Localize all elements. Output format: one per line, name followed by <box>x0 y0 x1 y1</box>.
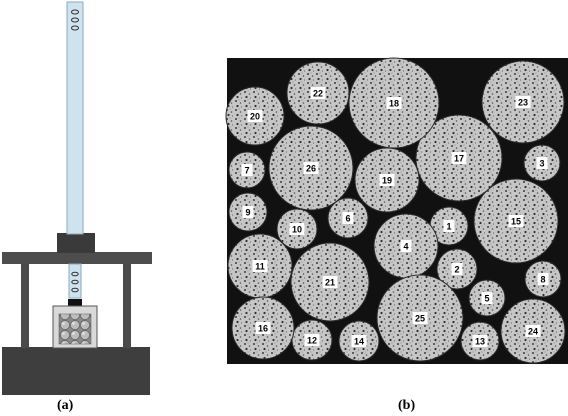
disc-label: 16 <box>258 324 268 334</box>
disc-label: 9 <box>245 208 250 218</box>
disc-label: 4 <box>403 242 408 252</box>
disc-label: 21 <box>325 278 335 288</box>
disc-label-box <box>515 96 531 108</box>
rod-hole <box>71 271 79 277</box>
disc-label: 24 <box>528 327 538 337</box>
disc-label: 2 <box>454 265 459 275</box>
disc-label: 19 <box>382 176 392 186</box>
disc-label-box <box>412 312 428 324</box>
disc-label-box <box>289 223 305 235</box>
disc-label-box <box>351 335 367 347</box>
disc-label-box <box>310 87 326 99</box>
piston-head <box>68 299 82 306</box>
disc-label: 8 <box>540 275 545 285</box>
disc-label-box <box>536 157 548 169</box>
disc-label: 1 <box>446 222 451 232</box>
disc-label: 7 <box>244 166 249 176</box>
disc-label: 18 <box>389 99 399 109</box>
disc-label: 6 <box>345 214 350 224</box>
disc-label: 13 <box>475 337 485 347</box>
rod-hole <box>71 279 79 285</box>
upper-tube <box>66 1 84 235</box>
disc-label: 5 <box>484 294 489 304</box>
disc-label-box <box>342 212 354 224</box>
disc-label-box <box>451 152 467 164</box>
disc-label-box <box>247 110 263 122</box>
left-column <box>21 262 29 348</box>
disc-label-box <box>304 334 320 346</box>
lower-rod <box>68 263 82 299</box>
disc-label-box <box>537 273 549 285</box>
tube-hole <box>71 9 79 15</box>
cap-block <box>57 233 95 253</box>
disc-label: 17 <box>454 154 464 164</box>
disc-label: 3 <box>539 159 544 169</box>
disc-label: 15 <box>511 217 521 227</box>
tube-hole <box>71 25 79 31</box>
disc-label: 25 <box>415 314 425 324</box>
disc-label: 11 <box>255 262 265 272</box>
base-block <box>2 347 150 395</box>
disc-label-box <box>525 325 541 337</box>
crossbar <box>2 252 152 264</box>
disc-label-box <box>386 97 402 109</box>
caption-b: (b) <box>398 398 416 413</box>
disc-label-box <box>508 215 524 227</box>
disc-label-box <box>443 220 455 232</box>
specimen-spheres <box>58 313 92 345</box>
right-column <box>123 262 131 348</box>
disc-label-box <box>379 174 395 186</box>
disc-label-box <box>303 162 319 174</box>
disc-label: 23 <box>518 98 528 108</box>
disc-label: 14 <box>354 337 364 347</box>
tube-hole <box>71 17 79 23</box>
disc-label-box <box>481 292 493 304</box>
disc-label-box <box>322 276 338 288</box>
panel-a-apparatus <box>2 1 152 395</box>
disc-label-box <box>451 263 463 275</box>
disc-label-box <box>241 164 253 176</box>
rod-hole <box>71 287 79 293</box>
disc-label-box <box>472 335 488 347</box>
disc-label: 20 <box>250 112 260 122</box>
disc-label: 22 <box>313 89 323 99</box>
disc-label-box <box>252 260 268 272</box>
caption-a: (a) <box>57 398 74 413</box>
disc-label: 12 <box>307 336 317 346</box>
disc-label: 10 <box>292 225 302 235</box>
disc-label-box <box>255 322 271 334</box>
disc-label-box <box>400 240 412 252</box>
disc-label: 26 <box>306 164 316 174</box>
disc-label-box <box>242 206 254 218</box>
